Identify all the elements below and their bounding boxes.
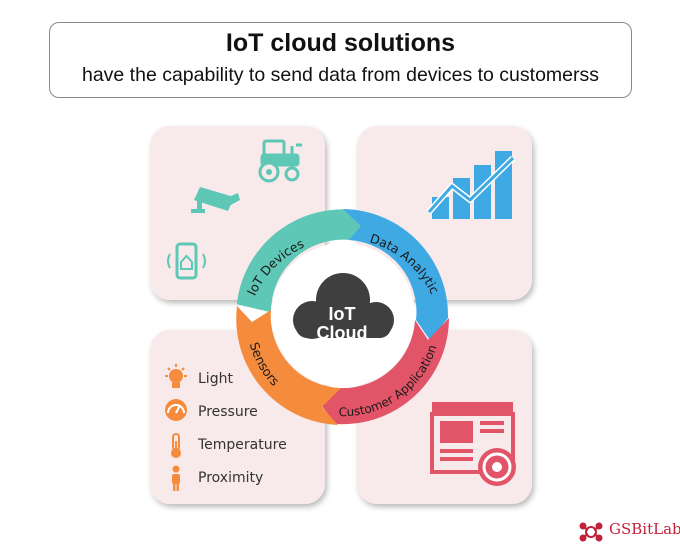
- segment-customer-application: [321, 318, 449, 425]
- title-box: IoT cloud solutions have the capability …: [49, 22, 632, 98]
- segment-iot-devices: [236, 209, 370, 313]
- cloud-label-line1: IoT: [329, 304, 356, 324]
- person-icon: [172, 465, 180, 491]
- cloud-icon: [293, 273, 394, 339]
- sensor-label-pressure: Pressure: [198, 404, 258, 420]
- brand-name: GSBitLabs: [609, 520, 680, 538]
- thermometer-icon: [171, 433, 181, 458]
- cloud-label-line2: Cloud: [317, 323, 368, 343]
- segment-sensors: [236, 306, 341, 425]
- tractor-icon: [258, 139, 302, 183]
- page-title: IoT cloud solutions: [225, 29, 456, 57]
- smartphone-home-icon: [167, 242, 206, 280]
- lightbulb-icon: [165, 364, 187, 388]
- gauge-icon: [165, 399, 187, 421]
- sensor-label-proximity: Proximity: [198, 470, 264, 486]
- bar-chart-trend-icon: [426, 151, 516, 219]
- page-subtitle: have the capability to send data from de…: [81, 64, 600, 86]
- segment-data-analytics: [343, 209, 449, 340]
- security-camera-icon: [191, 187, 240, 213]
- sensor-label-light: Light: [198, 371, 233, 387]
- browser-settings-icon: [430, 402, 516, 486]
- gsbitlabs-logo-icon: [579, 522, 603, 542]
- sensor-label-temperature: Temperature: [198, 437, 287, 453]
